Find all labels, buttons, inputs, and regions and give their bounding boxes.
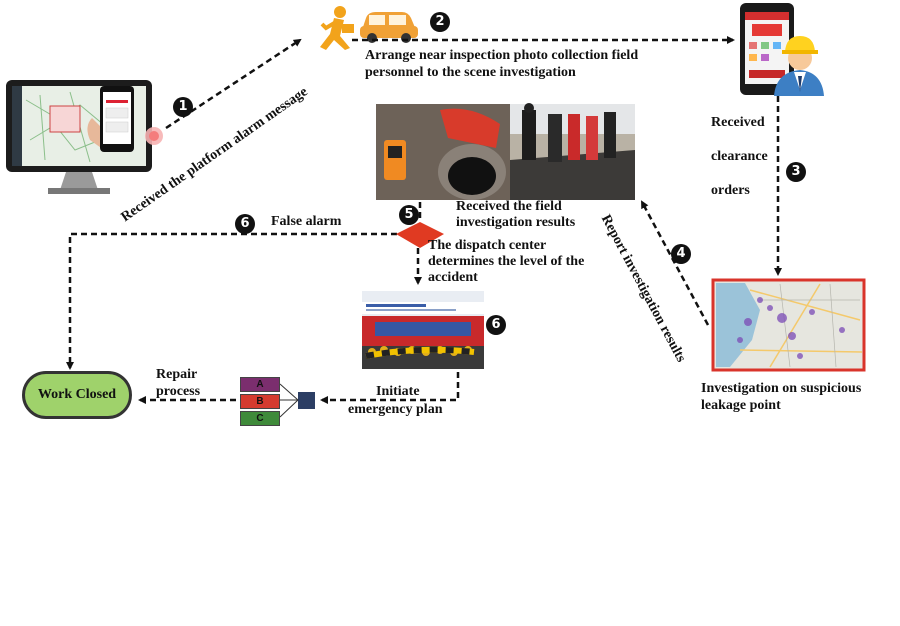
branch-connectors xyxy=(279,383,299,418)
decision-diamond xyxy=(396,222,444,248)
inspection-car-icon xyxy=(360,12,418,43)
leakage-map xyxy=(711,278,866,372)
emergency-scene-photo xyxy=(362,291,484,369)
label-process: process xyxy=(156,384,201,399)
label-dispatch-line2: determines the level of the xyxy=(428,254,585,269)
step-6a-badge: 6 xyxy=(235,214,255,234)
arrow-4-report xyxy=(640,200,710,326)
branch-hub xyxy=(298,392,315,409)
step-3-badge: 3 xyxy=(786,162,806,182)
arrow-1-alarm xyxy=(165,38,302,130)
label-dispatch-line3: accident xyxy=(428,270,478,285)
step-1-badge: 1 xyxy=(173,97,193,117)
option-a-label: A xyxy=(256,379,264,390)
label-received-field-line2: investigation results xyxy=(456,215,576,230)
option-b-box: B xyxy=(240,394,280,409)
label-received-field-line1: Received the field xyxy=(456,199,562,214)
work-closed-node: Work Closed xyxy=(22,371,132,419)
label-false-alarm: False alarm xyxy=(271,214,342,229)
label-leak-line2: leakage point xyxy=(701,398,781,413)
label-emergency-plan: emergency plan xyxy=(348,402,443,417)
step-6b-badge: 6 xyxy=(486,315,506,335)
running-inspector-icon xyxy=(320,6,354,50)
handheld-terminal-icon xyxy=(740,3,794,95)
label-dispatch-line1: The dispatch center xyxy=(428,238,547,253)
label-clearance: clearance xyxy=(711,149,768,164)
smartphone-icon xyxy=(87,86,134,152)
work-closed-label: Work Closed xyxy=(37,387,117,402)
label-orders: orders xyxy=(711,183,750,198)
option-a-box: A xyxy=(240,377,280,392)
option-c-label: C xyxy=(256,413,264,424)
field-investigation-photo xyxy=(376,103,635,200)
arrow-false-alarm xyxy=(66,232,397,370)
label-repair: Repair xyxy=(156,367,198,382)
step-4-badge: 4 xyxy=(671,244,691,264)
alarm-signal-icon xyxy=(145,127,163,145)
step-2-badge: 2 xyxy=(430,12,450,32)
label-initiate: Initiate xyxy=(376,384,420,399)
label-received: Received xyxy=(711,115,765,130)
label-arrange-line1: Arrange near inspection photo collection… xyxy=(365,48,639,63)
step-5-badge: 5 xyxy=(399,205,419,225)
option-c-box: C xyxy=(240,411,280,426)
label-arrange-line2: personnel to the scene investigation xyxy=(365,65,576,80)
label-leak-line1: Investigation on suspicious xyxy=(701,381,862,396)
option-b-label: B xyxy=(256,396,264,407)
worker-avatar-icon xyxy=(774,36,824,96)
